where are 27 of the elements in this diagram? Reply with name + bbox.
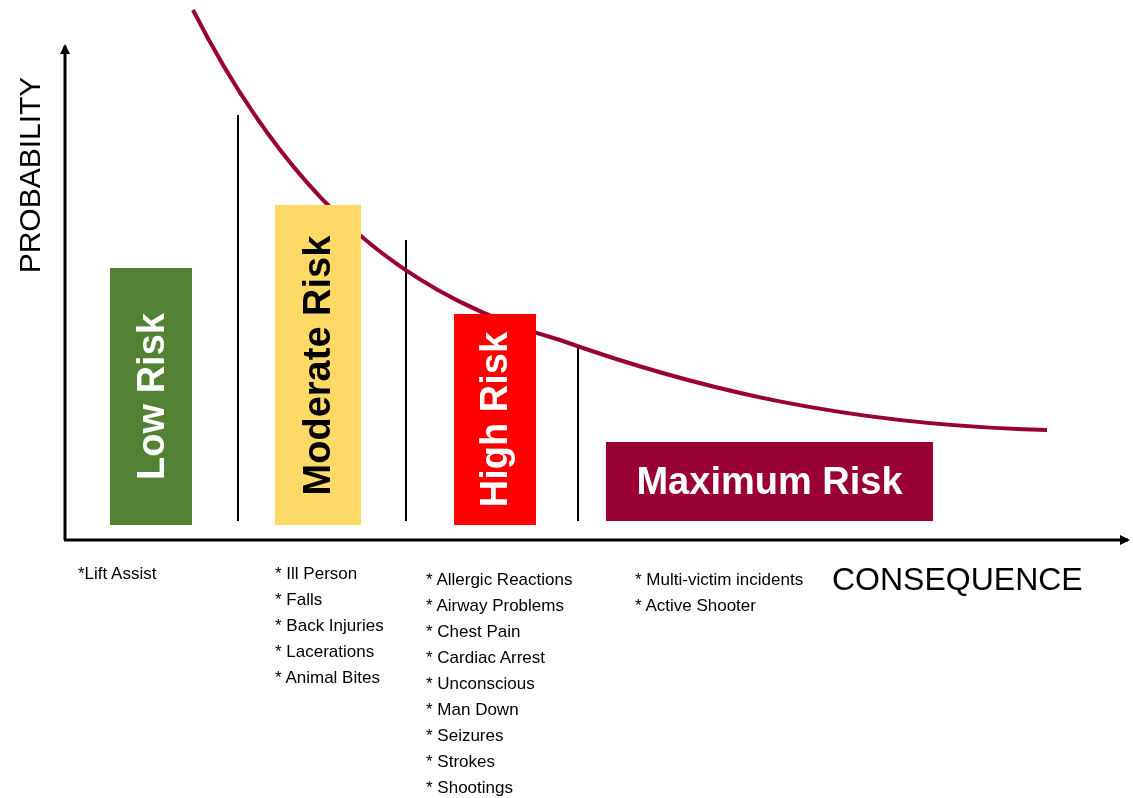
- incident-type-text: * Cardiac Arrest: [426, 647, 546, 669]
- risk-bar: [110, 268, 192, 525]
- incident-type-text: * Multi-victim incidents: [635, 569, 804, 591]
- risk-bar: [606, 442, 933, 521]
- incident-type-text: *Lift Assist: [78, 563, 157, 585]
- risk-level-text: High Risk: [473, 331, 517, 508]
- axis-label: CONSEQUENCE: [832, 560, 1083, 598]
- incident-type-text: * Man Down: [426, 699, 519, 721]
- incident-type-text: * Unconscious: [426, 673, 535, 695]
- incident-type-text: * Ill Person: [275, 563, 358, 585]
- incident-type-text: * Strokes: [426, 751, 495, 773]
- axis-label: PROBABILITY: [11, 76, 47, 274]
- incident-type-text: * Lacerations: [275, 641, 375, 663]
- incident-type-text: * Back Injuries: [275, 615, 384, 637]
- incident-type-text: * Animal Bites: [275, 667, 380, 689]
- incident-type-text: * Active Shooter: [635, 595, 756, 617]
- incident-type-text: * Airway Problems: [426, 595, 564, 617]
- incident-type-text: * Falls: [275, 589, 323, 611]
- incident-type-text: * Chest Pain: [426, 621, 521, 643]
- risk-bar: [275, 205, 361, 525]
- risk-level-text: Moderate Risk: [296, 235, 340, 495]
- incident-type-text: * Shootings: [426, 777, 513, 798]
- risk-level-text: Low Risk: [129, 313, 173, 480]
- incident-type-text: * Allergic Reactions: [426, 569, 573, 591]
- incident-type-text: * Seizures: [426, 725, 504, 747]
- risk-level-text: Maximum Risk: [636, 460, 903, 503]
- risk-bar: [454, 314, 536, 525]
